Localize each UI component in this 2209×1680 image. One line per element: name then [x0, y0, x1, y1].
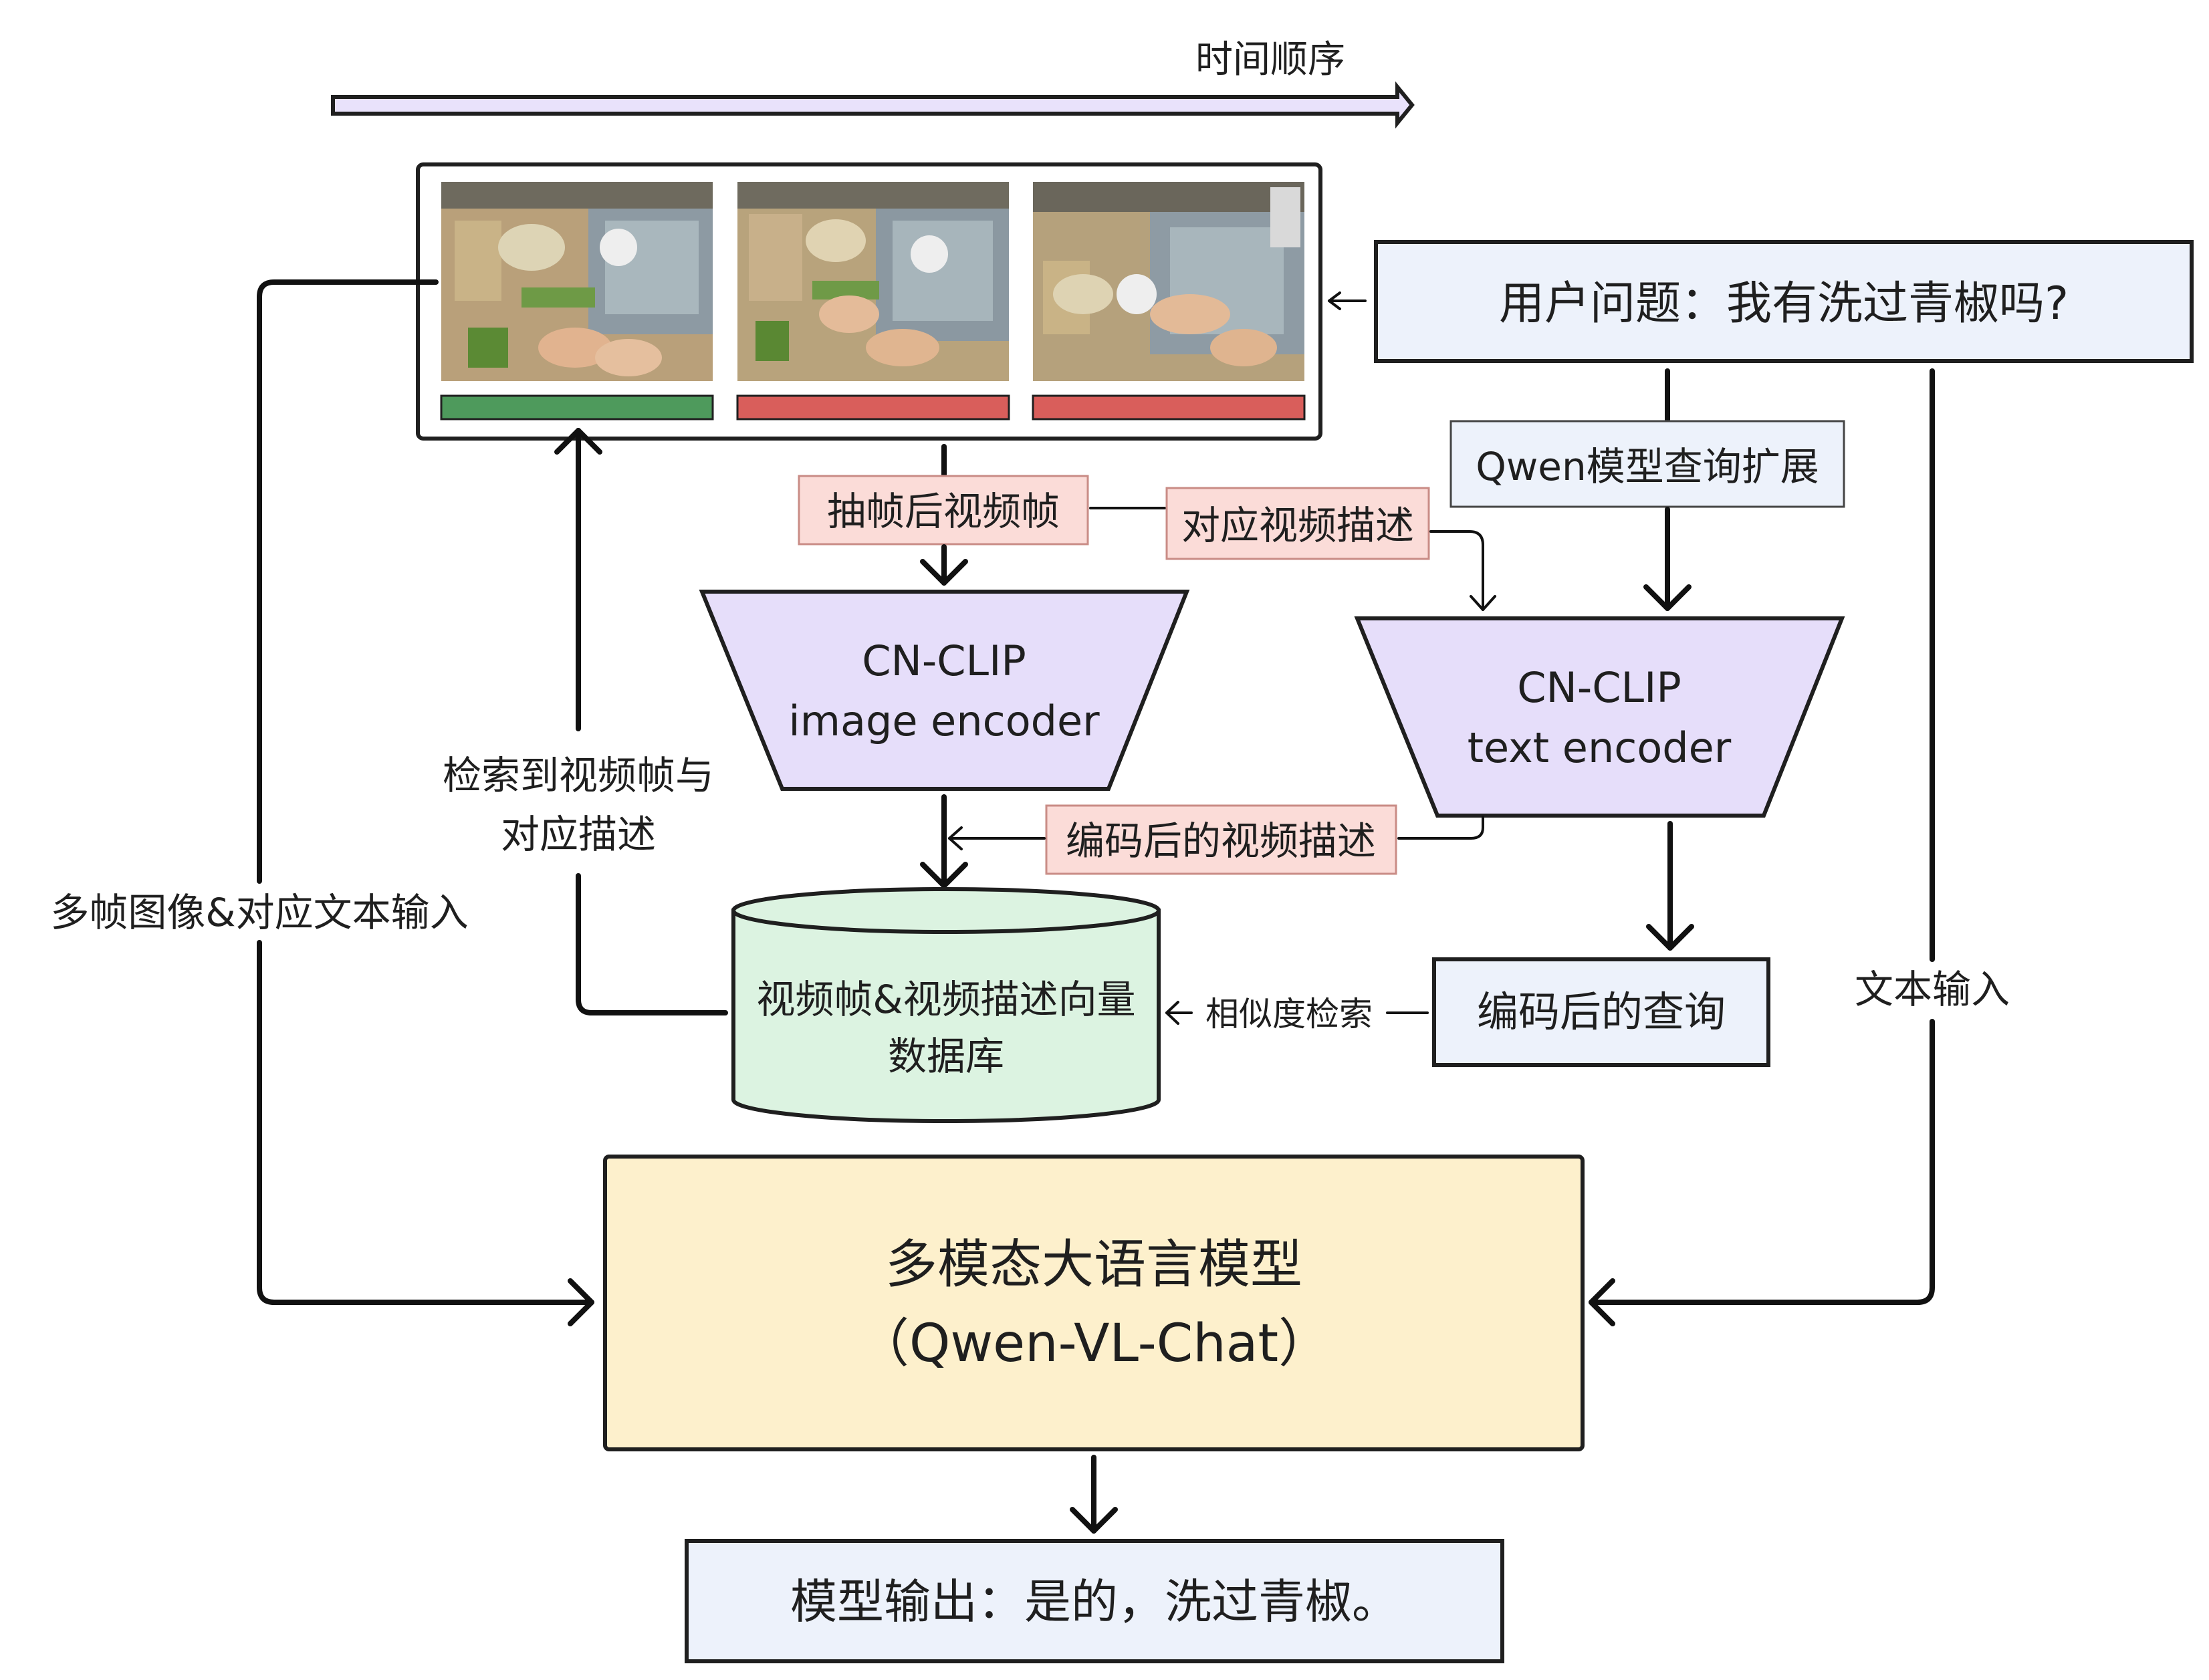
frame-2-bar: [736, 394, 1010, 421]
llm-to-output-arrow: [1070, 1455, 1118, 1534]
corresponding-desc-label: 对应视频描述: [1181, 503, 1414, 548]
llm-line1: 多模态大语言模型: [885, 1235, 1302, 1295]
video-frame-2: [737, 182, 1009, 381]
desc-to-text-encoder-arrow: [1429, 530, 1496, 611]
corresponding-desc-label-box: [1165, 487, 1430, 560]
extracted-frames-label-box: [798, 475, 1089, 546]
retrieved-line2: 对应描述: [501, 812, 656, 857]
image-encoder-line2: image encoder: [788, 697, 1100, 745]
db-to-frames-arrow: [554, 428, 728, 1015]
database-line1: 视频帧&视频描述向量: [756, 977, 1135, 1022]
qwen-expand-box: [1449, 420, 1845, 508]
output-box: [685, 1539, 1504, 1663]
user-question-text: 用户问题：我有洗过青椒吗?: [1499, 277, 2069, 330]
frame-3-bar: [1032, 394, 1306, 421]
text-encoder-to-query-arrow: [1646, 821, 1694, 951]
encoded-query-box: [1432, 957, 1770, 1067]
video-frames-panel: [416, 162, 1322, 441]
video-frame-1: [441, 182, 713, 381]
encoded-desc-label: 编码后的视频描述: [1066, 818, 1376, 864]
timeline-label: 时间顺序: [1195, 38, 1345, 82]
text-encoder-to-encdesc-line: [1397, 816, 1484, 840]
expand-to-text-encoder-arrow: [1643, 507, 1692, 611]
text-encoder-shape: [1354, 616, 1845, 818]
image-encoder-line1: CN-CLIP: [862, 636, 1026, 685]
encoded-desc-label-box: [1045, 804, 1397, 875]
text-input-label: 文本输入: [1855, 967, 2010, 1012]
frames-to-llm-arrow: [257, 279, 594, 1326]
llm-box: [603, 1155, 1585, 1451]
qwen-expand-text: Qwen模型查询扩展: [1476, 444, 1819, 489]
question-to-llm-arrow: [1589, 368, 1935, 1326]
question-to-frames-arrow: [1328, 291, 1367, 310]
vector-database: [731, 887, 1161, 1123]
extracted-frames-label: 抽帧后视频帧: [827, 489, 1060, 534]
encoded-query-text: 编码后的查询: [1477, 987, 1726, 1036]
database-line2: 数据库: [888, 1034, 1004, 1079]
output-text: 模型输出：是的，洗过青椒。: [790, 1574, 1399, 1629]
image-encoder-to-db-arrow: [920, 794, 968, 888]
llm-line2: （Qwen-VL-Chat）: [857, 1314, 1330, 1374]
encdesc-to-db-arrow: [948, 826, 1046, 850]
search-to-db-arrow: [1165, 1001, 1193, 1025]
multi-input-label: 多帧图像&对应文本输入: [50, 890, 468, 935]
frame-1-bar: [440, 394, 714, 421]
timeline-arrow: [331, 81, 1415, 129]
video-frame-3: [1033, 182, 1304, 381]
retrieved-line1: 检索到视频帧与: [443, 753, 714, 798]
text-encoder-line2: text encoder: [1468, 723, 1732, 772]
user-question-box: [1374, 240, 2194, 363]
text-encoder-line1: CN-CLIP: [1517, 663, 1681, 712]
image-encoder-shape: [699, 590, 1190, 791]
similarity-search-label: 相似度检索: [1205, 995, 1373, 1034]
extract-to-image-encoder-arrow: [920, 544, 968, 586]
